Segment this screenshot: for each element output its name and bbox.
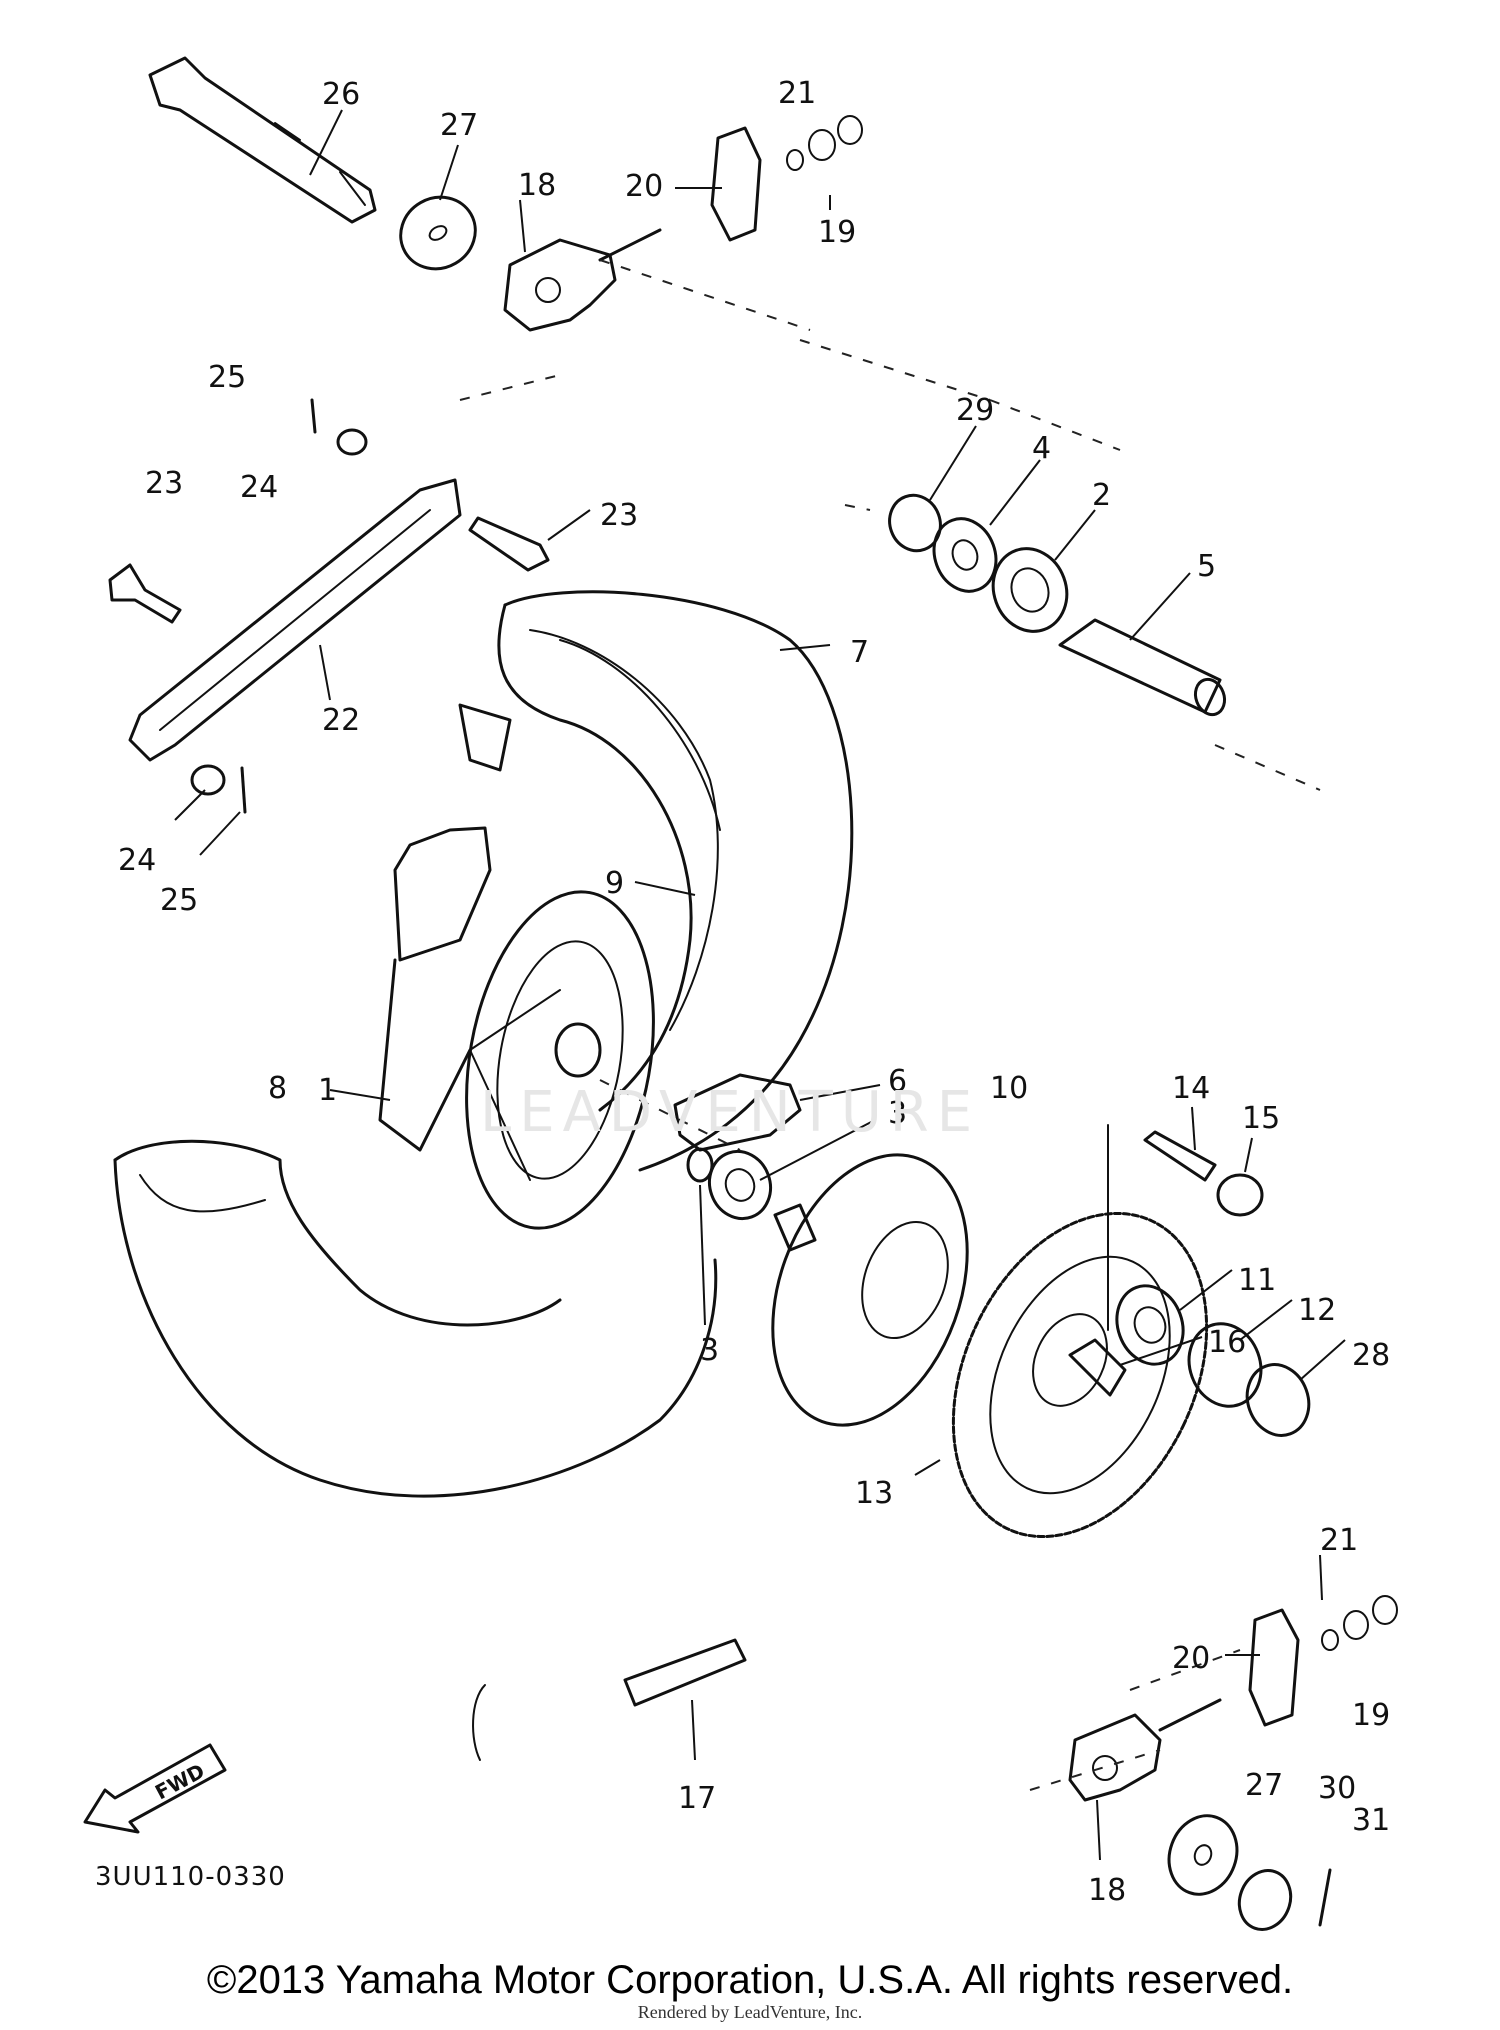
callout-labels: 26 27 21 18 20 19 25 29 4 2 23 24 23 5 7… bbox=[118, 76, 1390, 1908]
damper-part bbox=[673, 1073, 802, 1152]
adjuster-plate-top bbox=[710, 126, 762, 242]
callout-8: 8 bbox=[268, 1071, 287, 1106]
callout-23: 23 bbox=[145, 466, 183, 501]
oil-seal-part-12 bbox=[1187, 1322, 1263, 1408]
callout-28: 28 bbox=[1352, 1338, 1390, 1373]
callout-20: 20 bbox=[625, 169, 663, 204]
bolt-part-left bbox=[108, 563, 182, 624]
castle-nut-part bbox=[1237, 1869, 1293, 1931]
nut-set-top bbox=[786, 115, 863, 171]
callout-25: 25 bbox=[208, 360, 246, 395]
callout-13: 13 bbox=[855, 1476, 893, 1511]
callout-1: 1 bbox=[318, 1073, 337, 1108]
leader-lines bbox=[174, 109, 1346, 1861]
diagram-code: 3UU110-0330 bbox=[95, 1862, 286, 1892]
callout-5: 5 bbox=[1197, 549, 1216, 584]
watermark-text: LEADVENTURE bbox=[480, 1080, 981, 1145]
sprocket-part bbox=[951, 1124, 1209, 1539]
callout-24-left: 24 bbox=[118, 843, 156, 878]
chain-adjuster-top bbox=[503, 228, 662, 332]
copyright-notice: ©2013 Yamaha Motor Corporation, U.S.A. A… bbox=[206, 1958, 1294, 2002]
sprocket-hub-part bbox=[771, 1153, 969, 1427]
fwd-label: FWD bbox=[151, 1759, 208, 1805]
spacer-part bbox=[1058, 618, 1227, 717]
nut-part-24 bbox=[190, 428, 368, 796]
chain-joint-part bbox=[623, 1638, 747, 1707]
callout-9: 9 bbox=[605, 866, 624, 901]
callout-3-upper: 3 bbox=[888, 1096, 907, 1131]
callout-21-lower: 21 bbox=[1320, 1523, 1358, 1558]
fwd-arrow-icon: FWD bbox=[83, 1743, 227, 1834]
callout-27: 27 bbox=[440, 108, 478, 143]
washer-part bbox=[399, 195, 477, 271]
callout-19-lower: 19 bbox=[1352, 1698, 1390, 1733]
callout-6: 6 bbox=[888, 1064, 907, 1099]
tire-part bbox=[458, 590, 854, 1172]
bolt-part-right bbox=[468, 516, 550, 572]
callout-27-lower: 27 bbox=[1245, 1768, 1283, 1803]
callout-30: 30 bbox=[1318, 1771, 1356, 1806]
callout-18-lower: 18 bbox=[1088, 1873, 1126, 1908]
bearing-part-11 bbox=[1115, 1284, 1185, 1366]
rendered-by-credit: Rendered by LeadVenture, Inc. bbox=[637, 2002, 863, 2022]
callout-12: 12 bbox=[1298, 1293, 1336, 1328]
oil-seal-part bbox=[932, 517, 998, 593]
callout-26: 26 bbox=[322, 77, 360, 112]
callout-2: 2 bbox=[1092, 478, 1111, 513]
callout-11: 11 bbox=[1238, 1263, 1276, 1298]
callout-22: 22 bbox=[322, 703, 360, 738]
callout-23-right: 23 bbox=[600, 498, 638, 533]
wheel-part bbox=[378, 826, 655, 1230]
callout-24: 24 bbox=[240, 470, 278, 505]
assembly-lines bbox=[459, 259, 1321, 1791]
washer-part-bottom bbox=[1167, 1814, 1239, 1896]
nut-part-15 bbox=[1216, 1173, 1264, 1217]
chain-adjuster-bottom bbox=[1068, 1698, 1222, 1802]
callout-14: 14 bbox=[1172, 1071, 1210, 1106]
cotter-pin-part bbox=[240, 398, 317, 814]
callout-3-lower: 3 bbox=[700, 1333, 719, 1368]
axle-part bbox=[148, 56, 377, 224]
adjuster-plate-bottom bbox=[1248, 1608, 1300, 1727]
collar-part-16 bbox=[1068, 1338, 1127, 1397]
bearing-part-top bbox=[991, 547, 1069, 633]
callout-20-lower: 20 bbox=[1172, 1641, 1210, 1676]
callout-18: 18 bbox=[518, 168, 556, 203]
callout-10: 10 bbox=[990, 1071, 1028, 1106]
callout-16: 16 bbox=[1208, 1325, 1246, 1360]
callout-31: 31 bbox=[1352, 1803, 1390, 1838]
callout-21: 21 bbox=[778, 76, 816, 111]
cotter-pin-part-bottom bbox=[1318, 1868, 1332, 1927]
outline-fragment bbox=[472, 1684, 486, 1761]
callout-15: 15 bbox=[1242, 1101, 1280, 1136]
callout-17: 17 bbox=[678, 1781, 716, 1816]
nut-set-bottom bbox=[1321, 1595, 1398, 1651]
callout-7: 7 bbox=[850, 635, 869, 670]
callout-29: 29 bbox=[956, 393, 994, 428]
collar-part-28 bbox=[1245, 1363, 1311, 1437]
callout-19: 19 bbox=[818, 215, 856, 250]
torque-arm-part bbox=[128, 478, 462, 762]
callout-4: 4 bbox=[1032, 431, 1051, 466]
collar-part bbox=[888, 493, 942, 553]
callout-25-left: 25 bbox=[160, 883, 198, 918]
tire-part-lower bbox=[113, 1139, 718, 1498]
stud-bolt-part bbox=[1143, 1130, 1217, 1182]
